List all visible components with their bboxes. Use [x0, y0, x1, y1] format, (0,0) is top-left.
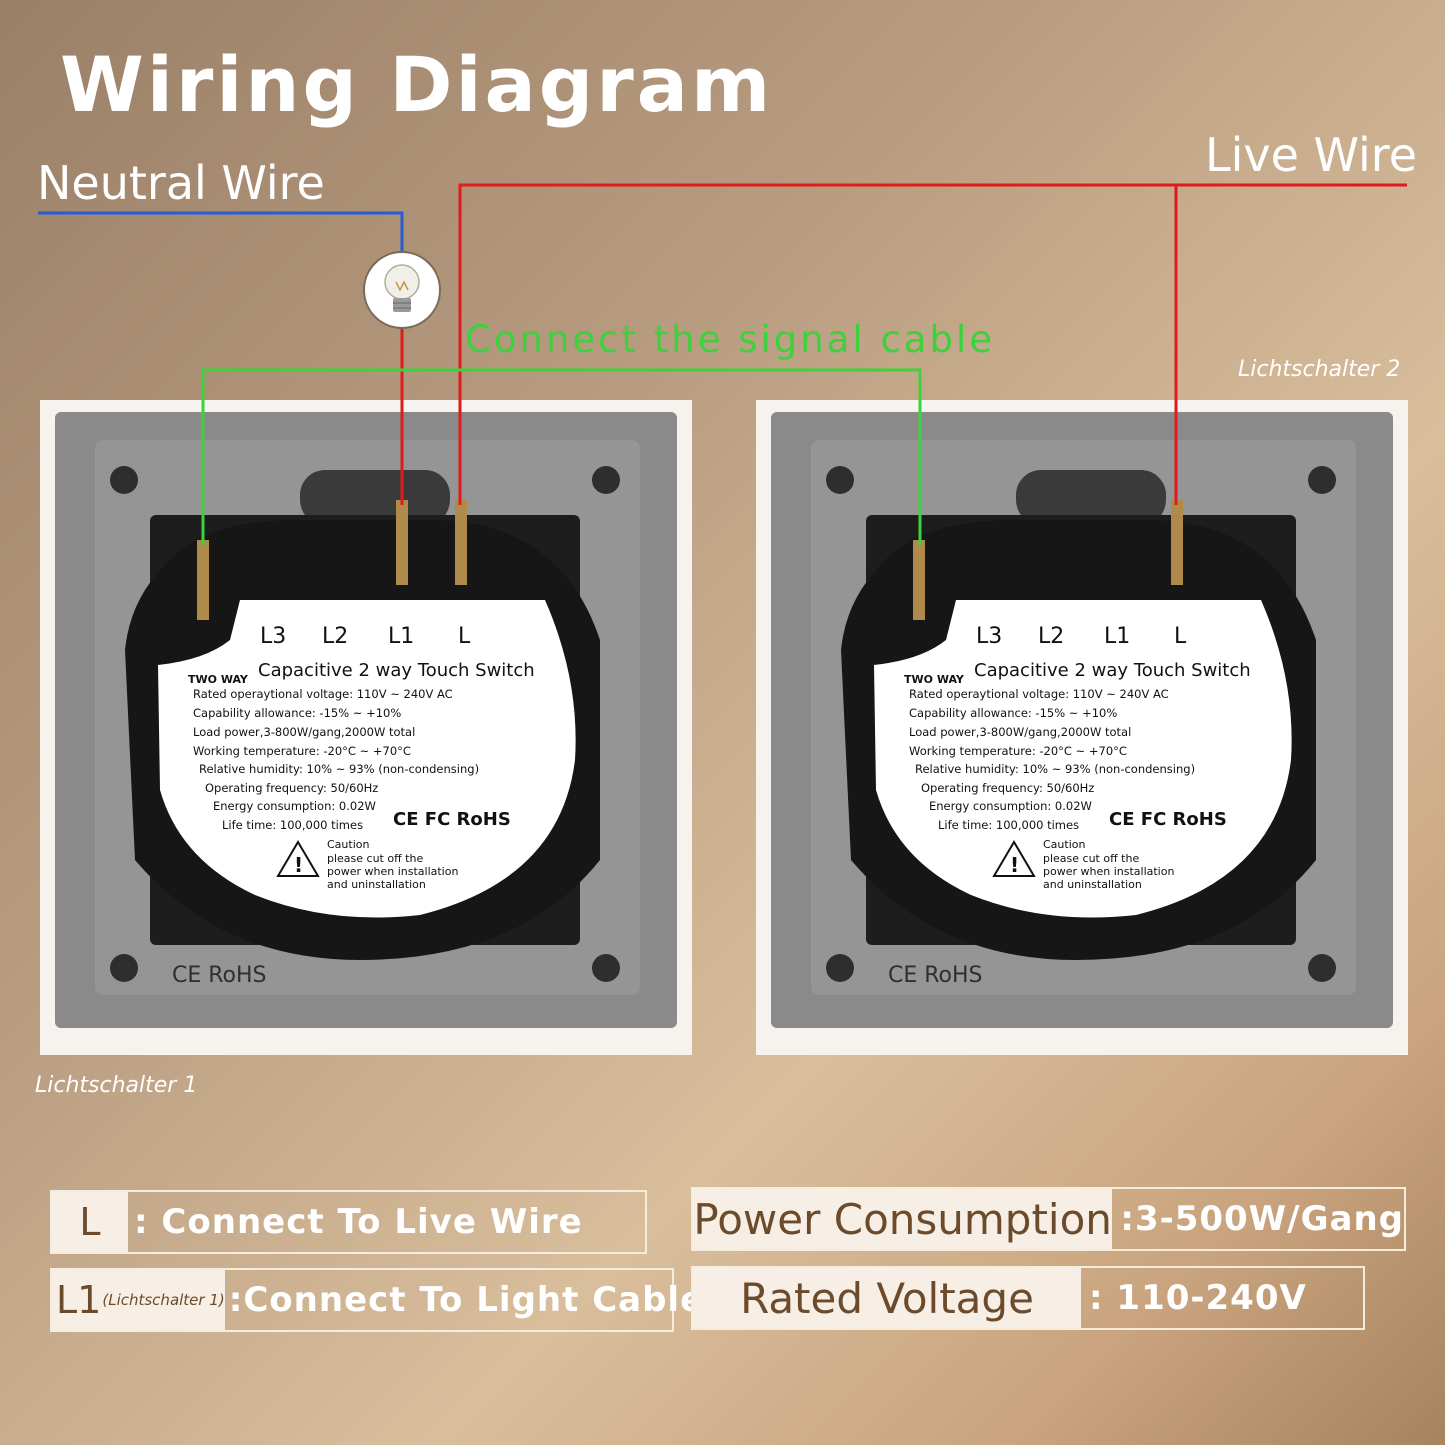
- caution-line: and uninstallation: [1043, 878, 1142, 891]
- legend-l1-note: (Lichtschalter 1): [102, 1291, 225, 1309]
- legend-l1-key-cell: L1 (Lichtschalter 1): [52, 1270, 225, 1330]
- caution-line: and uninstallation: [327, 878, 426, 891]
- cert-marks: CE FC RoHS: [393, 809, 511, 830]
- plate-marks: CE RoHS: [172, 963, 267, 988]
- spec-line: Energy consumption: 0.02W: [213, 799, 376, 813]
- screw-hole: [826, 466, 854, 494]
- legend-power-value: :3-500W/Gang: [1120, 1199, 1404, 1239]
- legend-power-key: Power Consumption: [693, 1189, 1113, 1249]
- light-bulb-icon: [363, 251, 441, 329]
- legend-l1-key: L1: [56, 1278, 102, 1322]
- legend-voltage: Rated Voltage : 110-240V: [691, 1266, 1365, 1330]
- legend-l1-value: :Connect To Light Cable: [228, 1280, 705, 1320]
- terminal-pin-l: [1171, 500, 1183, 585]
- spec-line: Operating frequency: 50/60Hz: [921, 781, 1094, 795]
- caution-line: power when installation: [1043, 865, 1174, 878]
- warning-icon-mark: !: [1010, 853, 1019, 877]
- terminal-l3: L3: [976, 624, 1002, 649]
- switch-2-name: Lichtschalter 2: [1238, 357, 1401, 382]
- screw-hole: [592, 954, 620, 982]
- spec-line: Load power,3-800W/gang,2000W total: [909, 725, 1131, 739]
- terminal-pin-l3: [197, 540, 209, 620]
- legend-voltage-key: Rated Voltage: [693, 1268, 1081, 1328]
- spec-line: Energy consumption: 0.02W: [929, 799, 1092, 813]
- label-title: Capacitive 2 way Touch Switch: [258, 660, 535, 681]
- terminal-l1: L1: [1104, 624, 1130, 649]
- spec-line: Operating frequency: 50/60Hz: [205, 781, 378, 795]
- terminal-l3: L3: [260, 624, 286, 649]
- terminal-l1: L1: [388, 624, 414, 649]
- terminal-l2: L2: [1038, 624, 1064, 649]
- terminal-l: L: [1174, 624, 1187, 649]
- legend-l: L : Connect To Live Wire: [50, 1190, 647, 1254]
- legend-voltage-value: : 110-240V: [1089, 1278, 1307, 1318]
- neutral-wire: [38, 211, 404, 255]
- spec-line: Capability allowance: -15% ~ +10%: [193, 706, 401, 720]
- label-header: TWO WAY: [188, 673, 249, 686]
- caution-line: please cut off the: [1043, 852, 1139, 865]
- switch-1-slot: [300, 470, 450, 525]
- terminal-l2: L2: [322, 624, 348, 649]
- spec-line: Load power,3-800W/gang,2000W total: [193, 725, 415, 739]
- caution-line: power when installation: [327, 865, 458, 878]
- caution-line: Caution: [1043, 838, 1085, 851]
- switch-1: L3 L2 L1 L TWO WAY Capacitive 2 way Touc…: [40, 400, 692, 1055]
- spec-line: Relative humidity: 10% ~ 93% (non-conden…: [199, 762, 479, 776]
- warning-icon-mark: !: [294, 853, 303, 877]
- spec-line: Working temperature: -20°C ~ +70°C: [193, 744, 411, 758]
- switch-2-slot: [1016, 470, 1166, 525]
- switch-1-label: [158, 600, 576, 918]
- terminal-l: L: [458, 624, 471, 649]
- spec-line: Rated operaytional voltage: 110V ~ 240V …: [909, 687, 1169, 701]
- spec-line: Life time: 100,000 times: [222, 818, 363, 832]
- live-wire: [458, 183, 1407, 505]
- legend-l-value: : Connect To Live Wire: [134, 1202, 583, 1242]
- switch-2-label: [874, 600, 1292, 918]
- legend-l-key: L: [52, 1192, 128, 1252]
- terminal-pin-l3: [913, 540, 925, 620]
- spec-line: Life time: 100,000 times: [938, 818, 1079, 832]
- screw-hole: [110, 954, 138, 982]
- screw-hole: [592, 466, 620, 494]
- screw-hole: [110, 466, 138, 494]
- label-title: Capacitive 2 way Touch Switch: [974, 660, 1251, 681]
- screw-hole: [1308, 954, 1336, 982]
- signal-wire: [201, 368, 922, 545]
- plate-marks: CE RoHS: [888, 963, 983, 988]
- legend-l1: L1 (Lichtschalter 1) :Connect To Light C…: [50, 1268, 703, 1332]
- spec-line: Capability allowance: -15% ~ +10%: [909, 706, 1117, 720]
- label-header: TWO WAY: [904, 673, 965, 686]
- spec-line: Rated operaytional voltage: 110V ~ 240V …: [193, 687, 453, 701]
- caution-line: Caution: [327, 838, 369, 851]
- switch-2: L3 L2 L1 L TWO WAY Capacitive 2 way Touc…: [756, 400, 1408, 1055]
- switch-1-name: Lichtschalter 1: [35, 1073, 198, 1098]
- spec-line: Working temperature: -20°C ~ +70°C: [909, 744, 1127, 758]
- warning-icon: [992, 840, 1036, 877]
- signal-cable-label: Connect the signal cable: [465, 318, 995, 361]
- neutral-wire-label: Neutral Wire: [37, 156, 325, 210]
- screw-hole: [1308, 466, 1336, 494]
- cert-marks: CE FC RoHS: [1109, 809, 1227, 830]
- screw-hole: [826, 954, 854, 982]
- live-wire-label: Live Wire: [1205, 128, 1418, 182]
- legend-power: Power Consumption :3-500W/Gang: [691, 1187, 1406, 1251]
- caution-line: please cut off the: [327, 852, 423, 865]
- terminal-pin-l: [455, 500, 467, 585]
- spec-line: Relative humidity: 10% ~ 93% (non-conden…: [915, 762, 1195, 776]
- page-title: Wiring Diagram: [60, 40, 774, 129]
- warning-icon: [276, 840, 320, 877]
- terminal-pin-l1: [396, 500, 408, 585]
